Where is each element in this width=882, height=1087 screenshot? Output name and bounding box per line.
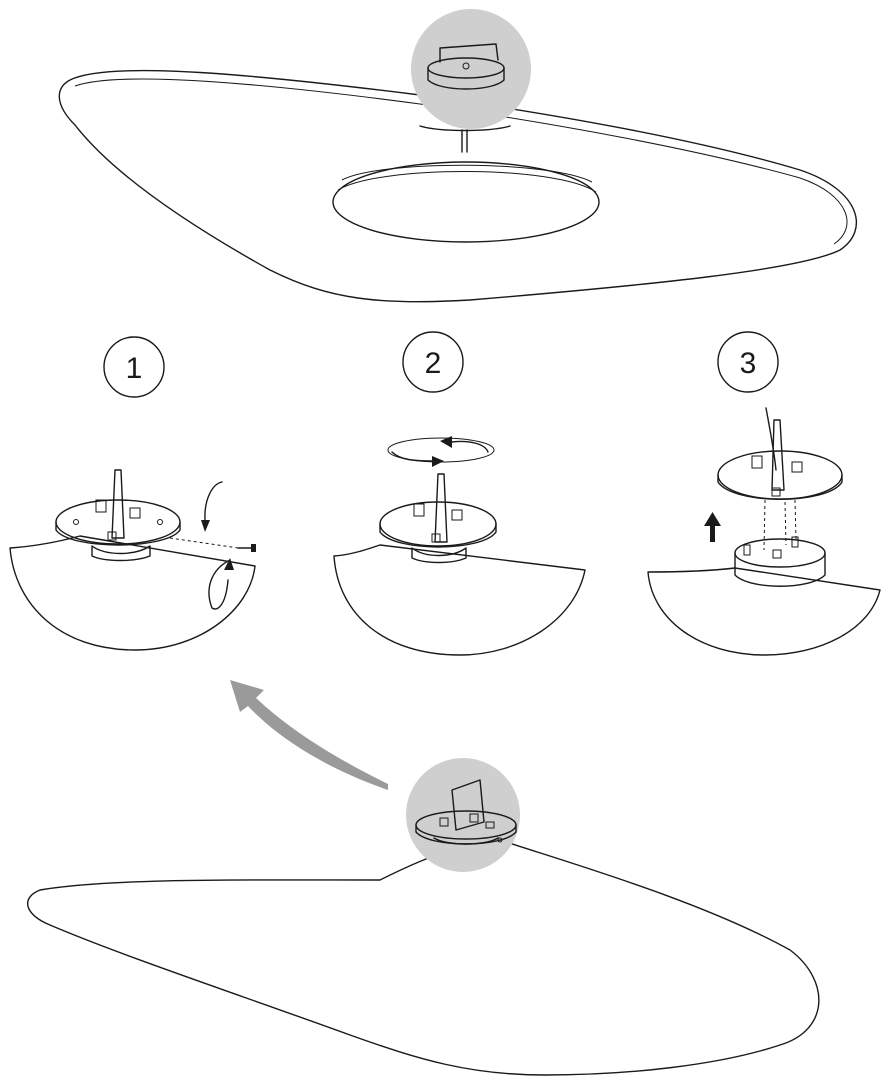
step-2-illustration	[333, 436, 586, 656]
curved-direction-arrow	[230, 680, 388, 790]
step-2-bowl	[333, 544, 586, 656]
ceiling-highlight-circle	[411, 9, 531, 129]
bottom-ceiling-outline	[27, 839, 820, 1076]
step-3-number: 3	[740, 347, 757, 380]
rotation-arrow-icon	[387, 436, 495, 467]
step-1-bowl	[9, 535, 256, 651]
step-2-number: 2	[425, 347, 442, 380]
lamp-shade	[332, 161, 600, 243]
screw-icon	[237, 544, 256, 552]
step-1-number: 1	[126, 352, 143, 385]
bottom-ceiling-scene	[27, 758, 820, 1076]
step-2-badge: 2	[402, 331, 464, 393]
lift-arrow-icon	[704, 512, 721, 542]
lamp-body	[332, 125, 600, 243]
rotate-arrow-icon	[201, 481, 234, 610]
bottom-highlight-circle	[406, 758, 520, 872]
step-1-illustration	[9, 469, 256, 651]
step-3-illustration	[647, 407, 881, 656]
step-3-badge: 3	[717, 331, 779, 393]
top-ceiling-scene	[58, 9, 857, 303]
mounting-plate-detail	[415, 779, 517, 845]
step-3-bowl	[647, 567, 881, 656]
ceiling-mount-detail	[427, 43, 505, 90]
step-1-badge: 1	[103, 336, 165, 398]
